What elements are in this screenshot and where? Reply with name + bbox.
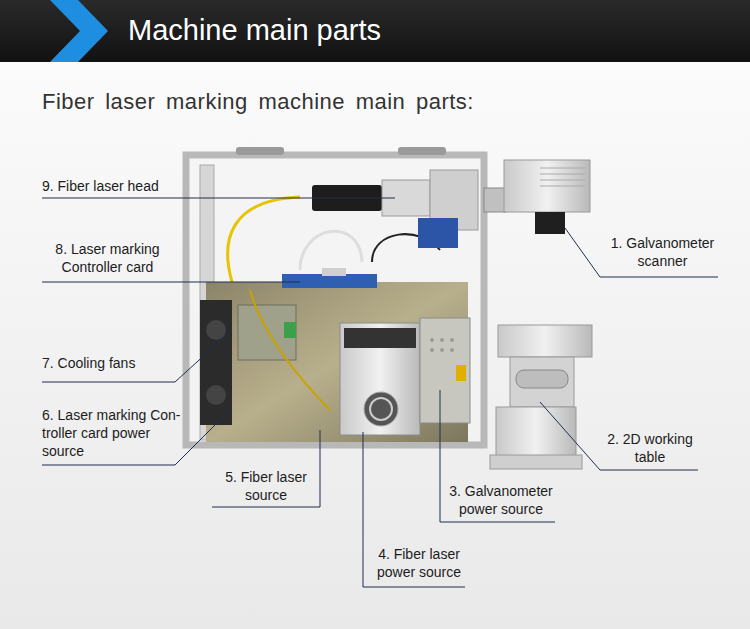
callout-label: 3. Galvanometer power source (440, 482, 562, 518)
chevron (50, 0, 108, 62)
callout-label: 1. Galvanometer scanner (600, 234, 725, 270)
header-band (0, 0, 750, 62)
callout-label: 8. Laser marking Controller card (40, 240, 175, 276)
machine (186, 147, 592, 469)
background (0, 62, 750, 629)
subtitle: Fiber laser marking machine main parts: (42, 89, 562, 115)
callout-label: 5. Fiber laser source (206, 468, 326, 504)
callout-label: 7. Cooling fans (42, 354, 192, 372)
page-title: Machine main parts (128, 14, 381, 47)
callout-label: 2. 2D working table (600, 430, 700, 466)
callout-label: 6. Laser marking Con- troller card power… (42, 406, 192, 460)
callout-label: 4. Fiber laser power source (363, 545, 475, 581)
callout-label: 9. Fiber laser head (42, 177, 242, 195)
